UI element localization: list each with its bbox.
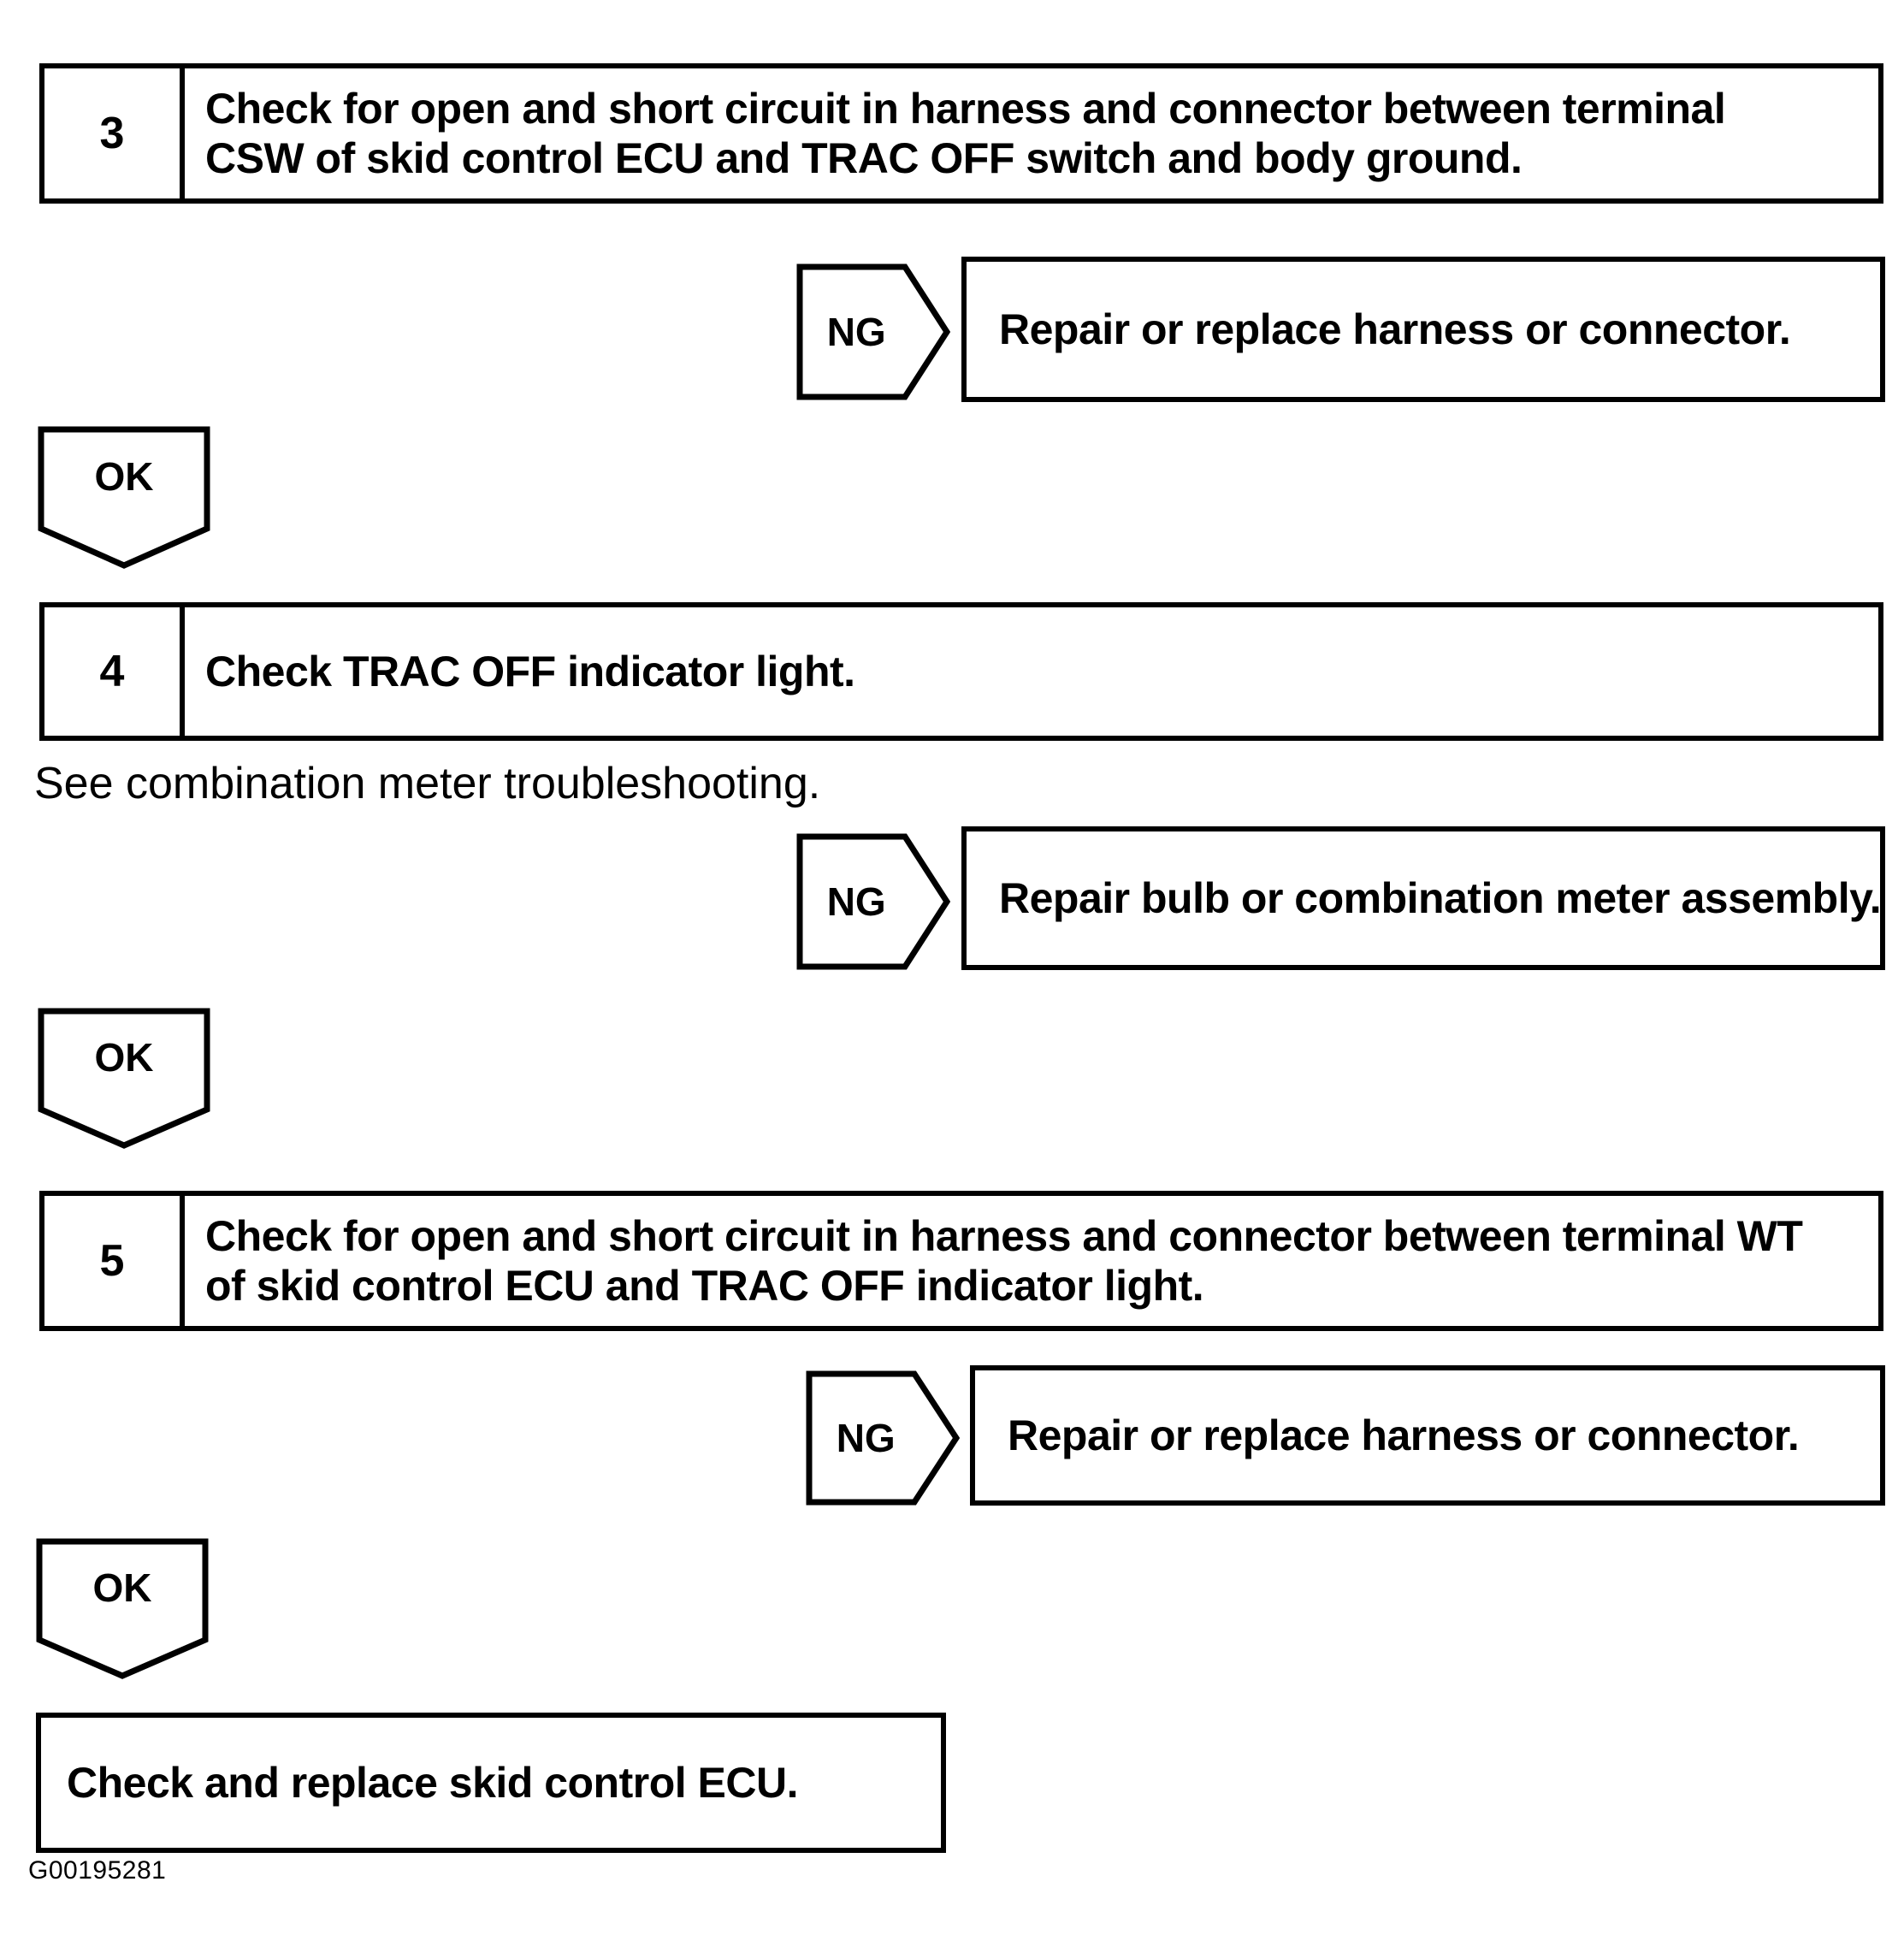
ok-label-2: OK — [94, 1035, 154, 1080]
ng-result-box-2: Repair bulb or combination meter assembl… — [961, 826, 1885, 970]
step-3-instruction-line-1: Check for open and short circuit in harn… — [205, 85, 1726, 133]
ok-label-3: OK — [92, 1565, 152, 1611]
note-text: See combination meter troubleshooting. — [34, 759, 821, 808]
final-action-text: Check and replace skid control ECU. — [67, 1759, 799, 1807]
figure-code: G00195281 — [28, 1856, 167, 1885]
ng-result-text-3: Repair or replace harness or connector. — [1008, 1411, 1800, 1459]
ng-arrow-3-shape — [806, 1370, 960, 1506]
ng-result-text-1: Repair or replace harness or connector. — [999, 305, 1791, 353]
ok-arrow-2-shape — [38, 1008, 210, 1149]
ng-arrow-1-shape — [796, 263, 950, 400]
step-3-instruction-line-2: CSW of skid control ECU and TRAC OFF swi… — [205, 134, 1523, 182]
ok-label-1: OK — [94, 453, 154, 499]
ok-arrow-3: OK — [36, 1538, 209, 1680]
step-3-box: 3 Check for open and short circuit in ha… — [39, 63, 1883, 204]
step-4-number: 4 — [44, 607, 185, 736]
final-action-box: Check and replace skid control ECU. — [36, 1713, 946, 1853]
ok-arrow-3-shape — [36, 1538, 209, 1679]
ng-result-box-3: Repair or replace harness or connector. — [970, 1365, 1885, 1506]
ng-label-1: NG — [826, 310, 886, 354]
step-5-instruction-line-2: of skid control ECU and TRAC OFF indicat… — [205, 1262, 1204, 1310]
step-4-instruction: Check TRAC OFF indicator light. — [185, 607, 1878, 736]
step-5-instruction: Check for open and short circuit in harn… — [185, 1196, 1878, 1326]
ng-arrow-3: NG — [806, 1370, 960, 1506]
ng-result-box-1: Repair or replace harness or connector. — [961, 257, 1885, 402]
step-5-box: 5 Check for open and short circuit in ha… — [39, 1191, 1883, 1331]
ng-label-3: NG — [836, 1416, 896, 1460]
ok-arrow-2: OK — [38, 1008, 210, 1150]
ng-arrow-2-shape — [796, 833, 950, 970]
ok-arrow-1: OK — [38, 426, 210, 570]
ng-label-2: NG — [826, 879, 886, 924]
step-5-instruction-line-1: Check for open and short circuit in harn… — [205, 1212, 1803, 1260]
ng-arrow-2: NG — [796, 833, 950, 970]
step-4-box: 4 Check TRAC OFF indicator light. — [39, 602, 1883, 741]
ng-arrow-1: NG — [796, 263, 950, 400]
ng-result-text-2: Repair bulb or combination meter assembl… — [999, 874, 1882, 922]
ok-arrow-1-shape — [38, 426, 210, 569]
step-3-number: 3 — [44, 68, 185, 198]
step-5-number: 5 — [44, 1196, 185, 1326]
step-4-instruction-line-1: Check TRAC OFF indicator light. — [205, 648, 855, 695]
step-3-instruction: Check for open and short circuit in harn… — [185, 68, 1878, 198]
